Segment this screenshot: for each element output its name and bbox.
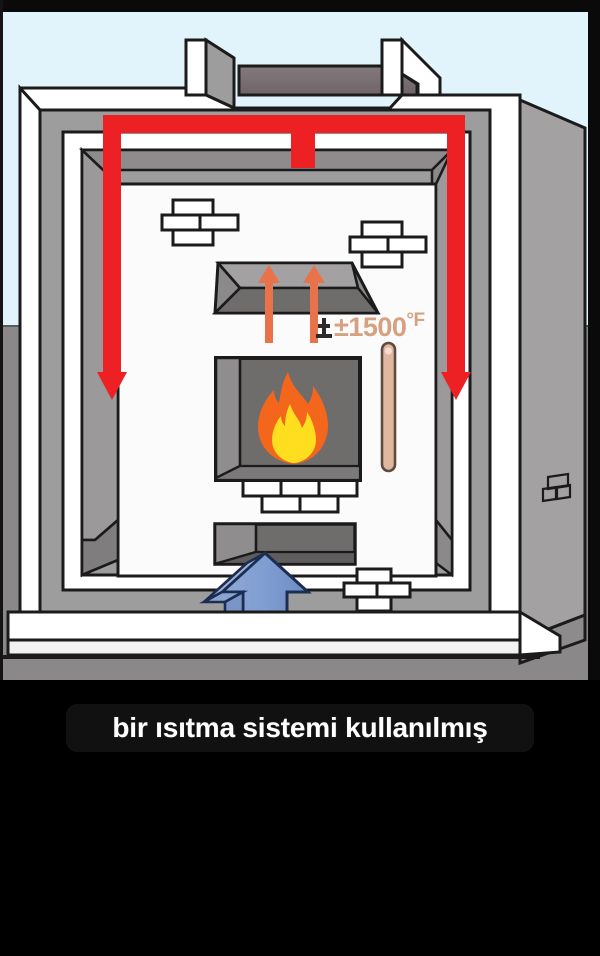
return-plenum xyxy=(213,522,357,566)
temperature-label-group xyxy=(316,318,332,338)
parapet-left xyxy=(184,37,236,111)
brick-group-lower-right xyxy=(342,567,412,613)
brick-detail-exterior-right xyxy=(541,472,572,503)
brick-group-under-firebox xyxy=(241,478,359,514)
caption-box: bir ısıtma sistemi kullanılmış xyxy=(66,704,534,752)
video-letterbox-bottom xyxy=(0,680,600,690)
floor-slab xyxy=(6,609,562,657)
hot-air-source-stub xyxy=(291,116,315,168)
temperature-label: ±1500°F xyxy=(334,310,425,343)
rising-heat-arrows xyxy=(258,265,325,343)
exterior-right-wall xyxy=(518,97,587,666)
furnace-cutaway-illustration xyxy=(0,36,587,666)
video-content-area[interactable]: ±1500°F xyxy=(0,0,600,690)
temperature-unit: °F xyxy=(406,310,425,331)
temperature-value: ±1500 xyxy=(334,312,407,342)
flame xyxy=(258,372,328,464)
exterior-left-wall xyxy=(18,84,42,643)
video-letterbox-left xyxy=(0,0,3,690)
video-letterbox-top xyxy=(0,0,600,12)
thermometer-probe xyxy=(380,341,397,473)
heat-exchanger-hood xyxy=(211,261,381,315)
caption-text: bir ısıtma sistemi kullanılmış xyxy=(112,712,488,743)
video-letterbox-right xyxy=(588,0,600,690)
brick-group-upper-left xyxy=(160,198,240,247)
brick-group-upper-right xyxy=(348,220,428,269)
caption-area: bir ısıtma sistemi kullanılmış xyxy=(0,690,600,956)
plus-minus-icon xyxy=(316,318,332,338)
